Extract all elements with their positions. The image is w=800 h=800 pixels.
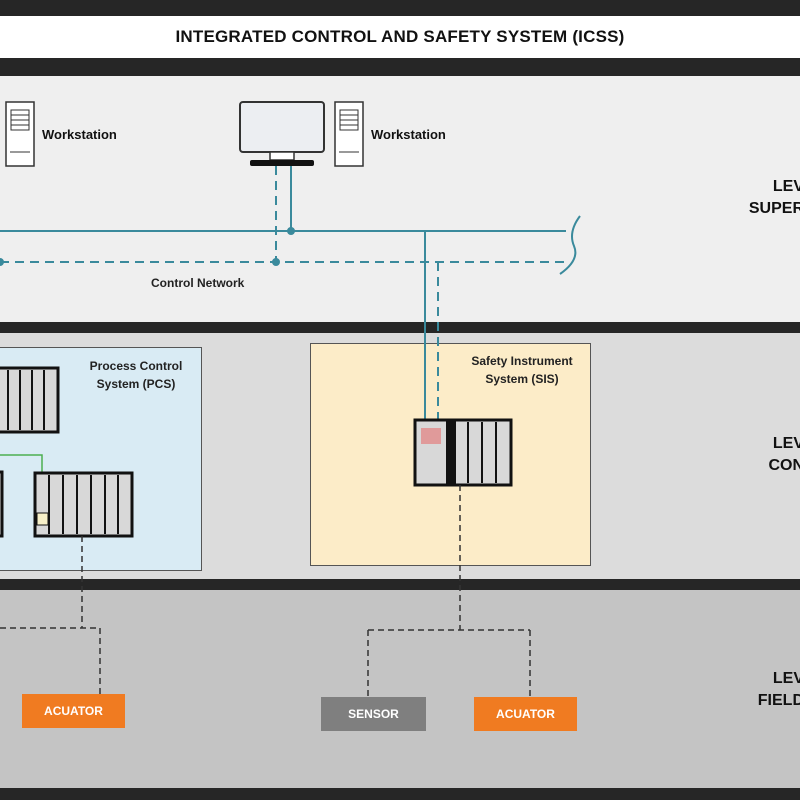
workstation-tower-icon [5, 101, 35, 167]
level-label-line: CON [768, 457, 800, 474]
control-network-lines [0, 166, 581, 420]
level-label-line: SUPER [748, 200, 800, 217]
actuator-device: ACUATOR [474, 697, 577, 731]
sis-label: Safety Instrument System (SIS) [452, 352, 592, 388]
level-label-line: LEV [772, 435, 800, 452]
level-label-control: LEV CON [768, 433, 800, 477]
monitor-icon [239, 101, 325, 166]
pcs-label-line: Process Control [89, 359, 183, 373]
workstation-label: Workstation [42, 127, 117, 142]
workstation-tower-icon [334, 101, 364, 167]
field-wiring-lines [0, 485, 531, 697]
control-network-label: Control Network [151, 276, 245, 290]
pcs-io-rack-icon [0, 470, 4, 538]
level-label-line: LEV [772, 178, 800, 195]
sis-label-line: System (SIS) [485, 372, 559, 386]
pcs-controller-rack-icon [0, 366, 60, 434]
actuator-device: ACUATOR [22, 694, 125, 728]
pcs-label-line: System (PCS) [96, 377, 176, 391]
pcs-label: Process Control System (PCS) [66, 357, 206, 393]
supervisory-level-band [0, 76, 800, 322]
pcs-io-rack-icon [33, 471, 134, 538]
diagram-title: INTEGRATED CONTROL AND SAFETY SYSTEM (IC… [0, 16, 800, 58]
level-label-line: FIELD [757, 692, 800, 709]
level-label-field: LEV FIELD [758, 668, 800, 712]
level-label-supervisory: LEV SUPER [749, 176, 800, 220]
field-level-band [0, 590, 800, 788]
sensor-device: SENSOR [321, 697, 426, 731]
sis-controller-rack-icon [413, 418, 513, 487]
workstation-label: Workstation [371, 127, 446, 142]
level-label-line: LEV [772, 670, 800, 687]
sis-label-line: Safety Instrument [471, 354, 573, 368]
